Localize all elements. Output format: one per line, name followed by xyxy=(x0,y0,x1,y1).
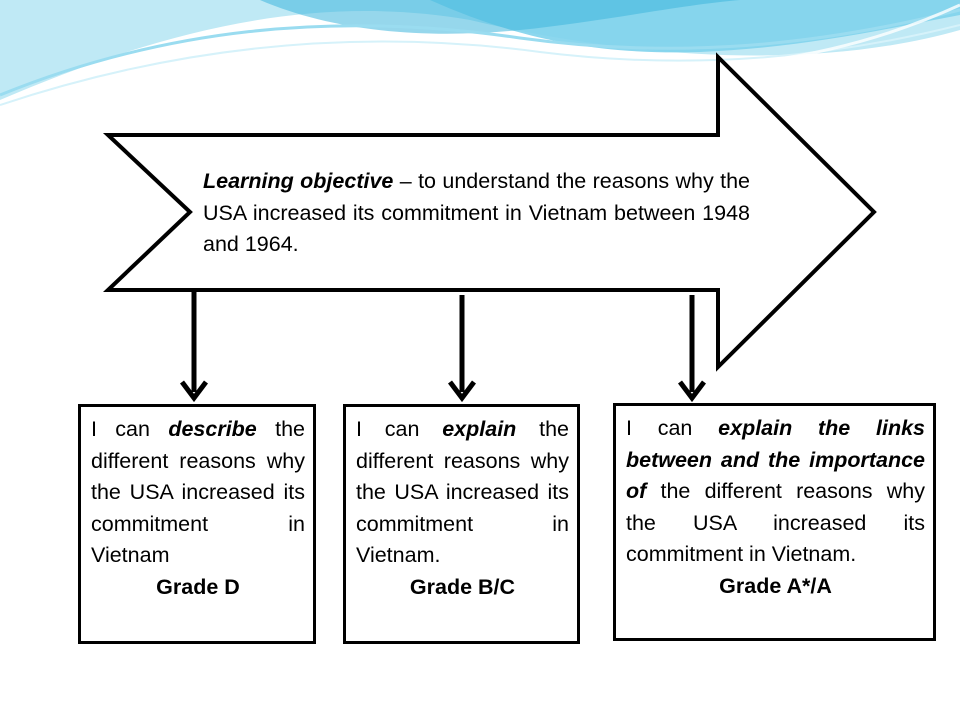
statement-prefix: I can xyxy=(626,416,719,440)
grade-a-label: Grade A*/A xyxy=(719,573,832,598)
statement-prefix: I can xyxy=(91,417,169,441)
grade-bc-label: Grade B/C xyxy=(409,574,516,599)
grade-a-box: I can explain the links between and the … xyxy=(613,403,936,641)
statement-keyword: explain xyxy=(442,417,517,441)
statement-keyword: describe xyxy=(168,417,257,441)
down-arrow-left xyxy=(180,292,208,403)
learning-objective: Learning objective – to understand the r… xyxy=(203,166,750,261)
grade-bc-statement: I can explain the different reasons why … xyxy=(356,414,569,572)
grade-d-statement: I can describe the different reasons why… xyxy=(91,414,305,572)
statement-rest: the different reasons why the USA increa… xyxy=(626,479,925,566)
learning-objective-text: – to understand the reasons why the USA … xyxy=(203,169,750,256)
statement-keyword: explain the links between and the import… xyxy=(626,416,925,503)
grade-d-box: I can describe the different reasons why… xyxy=(78,404,316,644)
down-arrow-right xyxy=(678,295,706,403)
statement-rest: the different reasons why the USA increa… xyxy=(91,417,305,567)
header-wave-decoration xyxy=(0,0,960,106)
statement-prefix: I can xyxy=(356,417,443,441)
down-arrow-middle xyxy=(448,295,476,403)
grade-d-label: Grade D xyxy=(156,574,240,599)
grade-bc-box: I can explain the different reasons why … xyxy=(343,404,580,644)
statement-rest: the different reasons why the USA increa… xyxy=(356,417,569,567)
grade-a-statement: I can explain the links between and the … xyxy=(626,413,925,571)
objective-arrow-shape xyxy=(102,52,877,372)
learning-objective-lead: Learning objective xyxy=(203,169,394,193)
